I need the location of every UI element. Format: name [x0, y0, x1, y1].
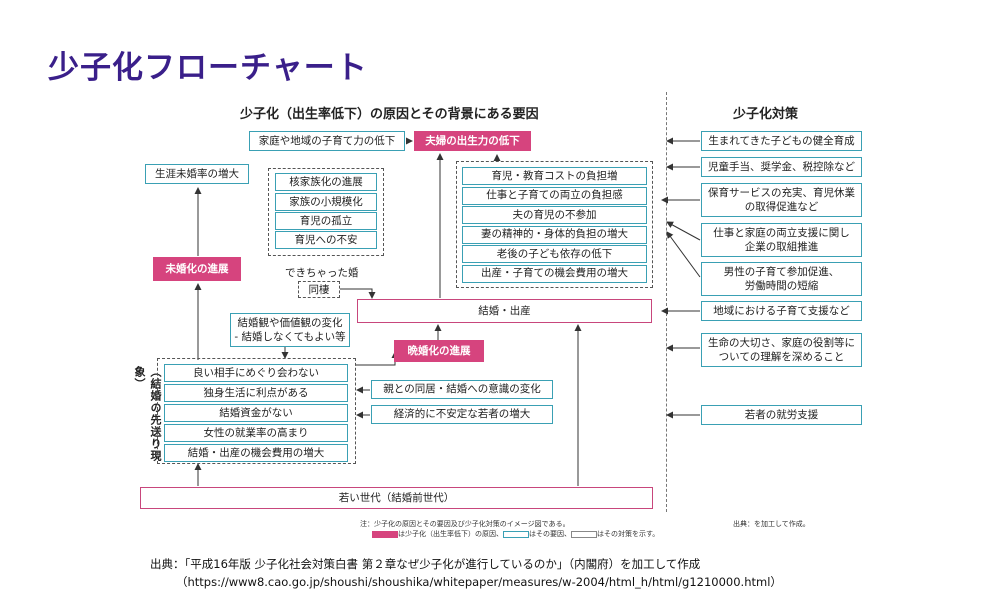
burden-item: 妻の精神的・身体的負担の増大: [462, 225, 647, 244]
postponement-item: 独身生活に利点がある: [164, 384, 348, 402]
source-note: 出典：を加工して作成。: [733, 520, 810, 528]
source-line-1: 出典：「平成16年版 少子化社会対策白書 第２章なぜ少子化が進行しているのか」（…: [150, 557, 701, 571]
note-line: 注：少子化の原因とその要因及び少子化対策のイメージ図である。: [360, 520, 570, 528]
burden-item: 仕事と子育ての両立の負担感: [462, 186, 647, 205]
childcare-anxiety-box: 育児への不安: [275, 231, 377, 249]
legend-pink-text: は少子化（出生率低下）の原因、: [398, 530, 503, 538]
legend-white-swatch: [571, 530, 597, 538]
arrow-cohab-to-marriage: [340, 288, 376, 299]
nuclear-family-box: 核家族化の進展: [275, 173, 377, 191]
measure-item: 地域における子育て支援など: [701, 301, 862, 321]
values-change-box: 結婚観や価値観の変化 - 結婚しなくてもよい等: [230, 313, 350, 347]
community-childcare-box: 家庭や地域の子育て力の低下: [249, 131, 405, 151]
burden-item: 出産・子育ての機会費用の増大: [462, 264, 647, 283]
postponement-factors-group: [157, 358, 356, 464]
measure-item: 仕事と家庭の両立支援に関し 企業の取組推進: [701, 223, 862, 257]
measure-item: 生まれてきた子どもの健全育成: [701, 131, 862, 151]
legend-blue-text: はその要因、: [529, 530, 571, 538]
burden-item: 老後の子ども依存の低下: [462, 245, 647, 263]
cohabitation-box: 同棲: [298, 281, 340, 298]
measure-item: 生命の大切さ、家庭の役割等に ついての理解を深めること: [701, 333, 862, 367]
source-line-2[interactable]: （https://www8.cao.go.jp/shoushi/shoushik…: [176, 575, 782, 589]
shotgun-marriage-label: できちゃった婚: [285, 267, 359, 279]
smaller-family-box: 家族の小規模化: [275, 193, 377, 211]
postponement-label: （結婚の先送り現象）: [133, 366, 162, 462]
family-factors-group: [268, 168, 384, 256]
arrow-measure-4: [666, 221, 701, 241]
postponement-item: 結婚・出産の機会費用の増大: [164, 444, 348, 462]
causes-heading: 少子化（出生率低下）の原因とその背景にある要因: [240, 107, 539, 122]
unmarried-progress-box: 未婚化の進展: [153, 257, 241, 281]
legend-pink-swatch: [372, 530, 398, 538]
measure-item: 保育サービスの充実、育児休業 の取得促進など: [701, 183, 862, 217]
measure-item: 男性の子育て参加促進、 労働時間の短縮: [701, 262, 862, 296]
childcare-isolation-box: 育児の孤立: [275, 212, 377, 230]
marital-fertility-box: 夫婦の出生力の低下: [414, 131, 531, 151]
lifetime-unmarried-box: 生涯未婚率の増大: [145, 164, 249, 184]
parent-cohabitation-box: 親との同居・結婚への意識の変化: [371, 380, 553, 399]
legend-white-text: はその対策を示す。: [597, 530, 660, 538]
arrow-postpone-to-late: [356, 351, 399, 366]
column-divider: [666, 92, 667, 512]
economic-instability-box: 経済的に不安定な若者の増大: [371, 405, 553, 424]
legend: は少子化（出生率低下）の原因、 はその要因、 はその対策を示す。: [372, 529, 659, 539]
young-generation-box: 若い世代（結婚前世代）: [140, 487, 653, 509]
postponement-item: 女性の就業率の高まり: [164, 424, 348, 442]
measure-item: 若者の就労支援: [701, 405, 862, 425]
measures-heading: 少子化対策: [733, 107, 799, 122]
burden-item: 育児・教育コストの負担増: [462, 167, 647, 185]
burden-factors-group: [456, 161, 653, 288]
measure-item: 児童手当、奨学金、税控除など: [701, 157, 862, 177]
legend-blue-swatch: [503, 530, 529, 538]
late-marriage-progress-box: 晩婚化の進展: [394, 340, 484, 362]
postponement-item: 良い相手にめぐり会わない: [164, 364, 348, 382]
arrow-measure-5: [666, 231, 701, 278]
page-title: 少子化フローチャート: [48, 50, 368, 86]
marriage-birth-box: 結婚・出産: [357, 299, 652, 323]
postponement-item: 結婚資金がない: [164, 404, 348, 422]
burden-item: 夫の育児の不参加: [462, 206, 647, 224]
